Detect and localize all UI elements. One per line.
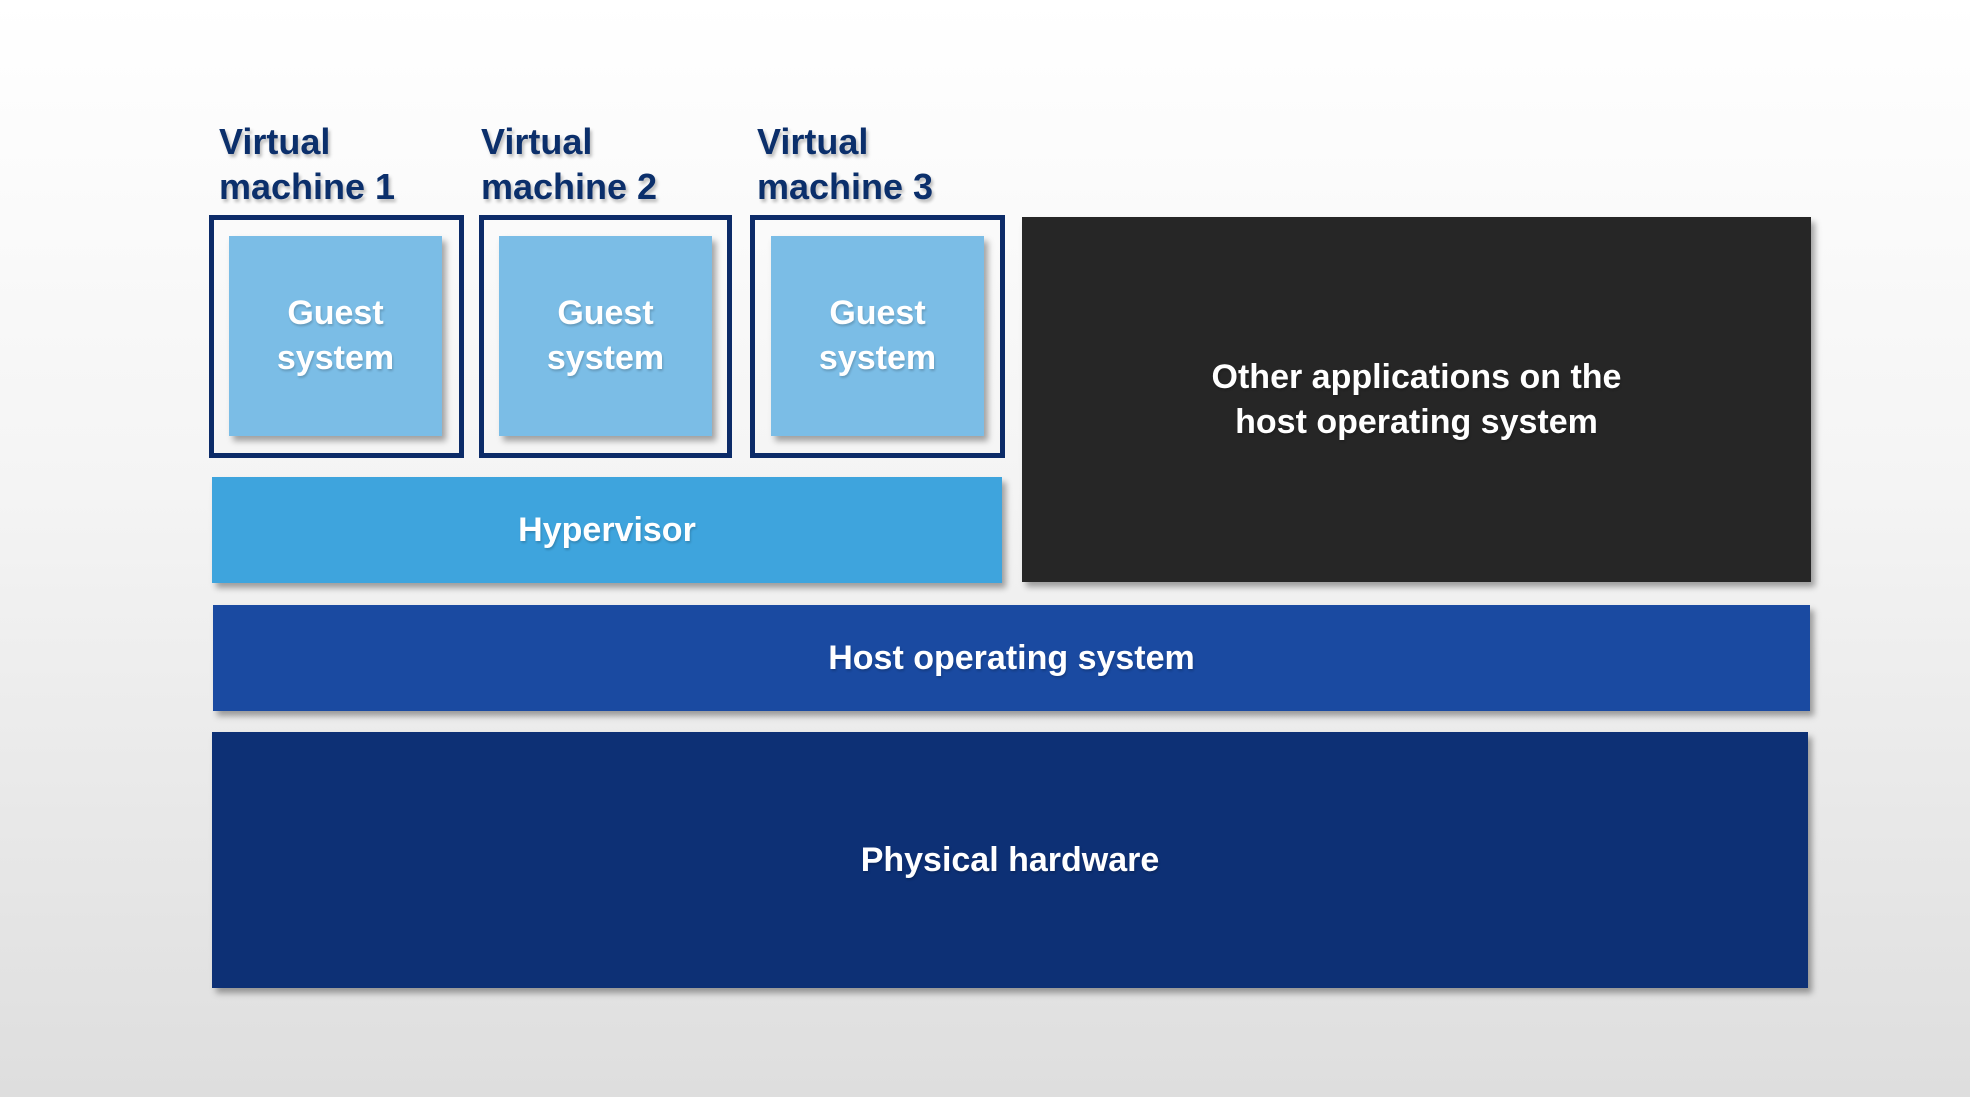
physical-hardware-layer: Physical hardware xyxy=(212,732,1808,988)
host-operating-system-layer: Host operating system xyxy=(213,605,1810,711)
guest-system-3-label: Guest system xyxy=(818,294,937,377)
hypervisor-layer: Hypervisor xyxy=(212,477,1002,583)
virtual-machine-2-frame xyxy=(479,215,732,458)
virtual-machine-2-label: Virtual machine 2 xyxy=(481,121,658,207)
hypervisor-label: Hypervisor xyxy=(518,510,696,549)
virtual-machine-1-frame xyxy=(209,215,464,458)
virtual-machine-3-frame xyxy=(750,215,1005,458)
guest-system-1-label: Guest system xyxy=(276,294,395,377)
virtual-machine-3-label: Virtual machine 3 xyxy=(757,121,934,207)
other-applications-layer: Other applications on the host operating… xyxy=(1022,217,1811,582)
guest-system-3-box: Guest system xyxy=(771,236,984,436)
physical-hardware-label: Physical hardware xyxy=(860,840,1160,879)
virtual-machine-1-label: Virtual machine 1 xyxy=(219,121,396,207)
guest-system-2-label: Guest system xyxy=(546,294,665,377)
host-operating-system-label: Host operating system xyxy=(828,638,1195,677)
guest-system-2-box: Guest system xyxy=(499,236,712,436)
other-applications-label: Other applications on the host operating… xyxy=(1211,357,1622,441)
guest-system-1-box: Guest system xyxy=(229,236,442,436)
